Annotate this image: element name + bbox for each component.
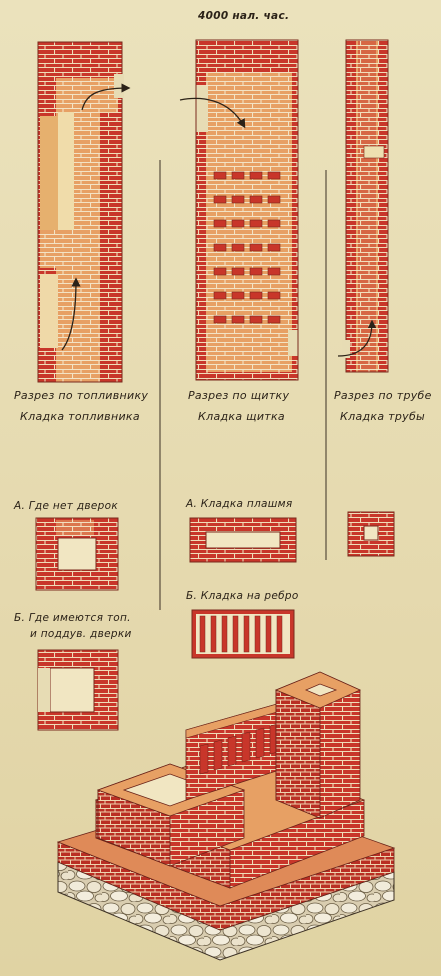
firebox-caption: Разрез по топливнику [14,389,149,402]
isometric-stove-drawing [56,671,396,961]
detail-flat-drawing [189,517,297,563]
detail-flat-label: А. Кладка плашмя [186,498,293,510]
chimney-caption: Разрез по трубе [334,389,432,402]
shield-title: Кладка щитка [198,410,285,423]
detail-no-doors-drawing [35,517,119,591]
chimney-section-drawing [337,39,389,373]
firebox-section-drawing [37,41,131,383]
shield-caption: Разрез по щитку [188,389,290,402]
detail-chimney-drawing [347,511,395,557]
detail-edge-label: Б. Кладка на ребро [186,590,299,602]
detail-edge-drawing [191,609,295,659]
detail-doors-label-line2: и поддув. дверки [30,628,132,640]
shield-section-drawing [179,39,300,381]
firebox-title: Кладка топливника [20,410,140,423]
detail-doors-label-line1: Б. Где имеются топ. [14,612,131,624]
detail-with-doors-drawing [37,649,119,731]
header-code: 4000 нал. час. [198,10,290,22]
chimney-title: Кладка трубы [340,410,426,423]
detail-no-doors-label: А. Где нет дверок [14,500,118,512]
